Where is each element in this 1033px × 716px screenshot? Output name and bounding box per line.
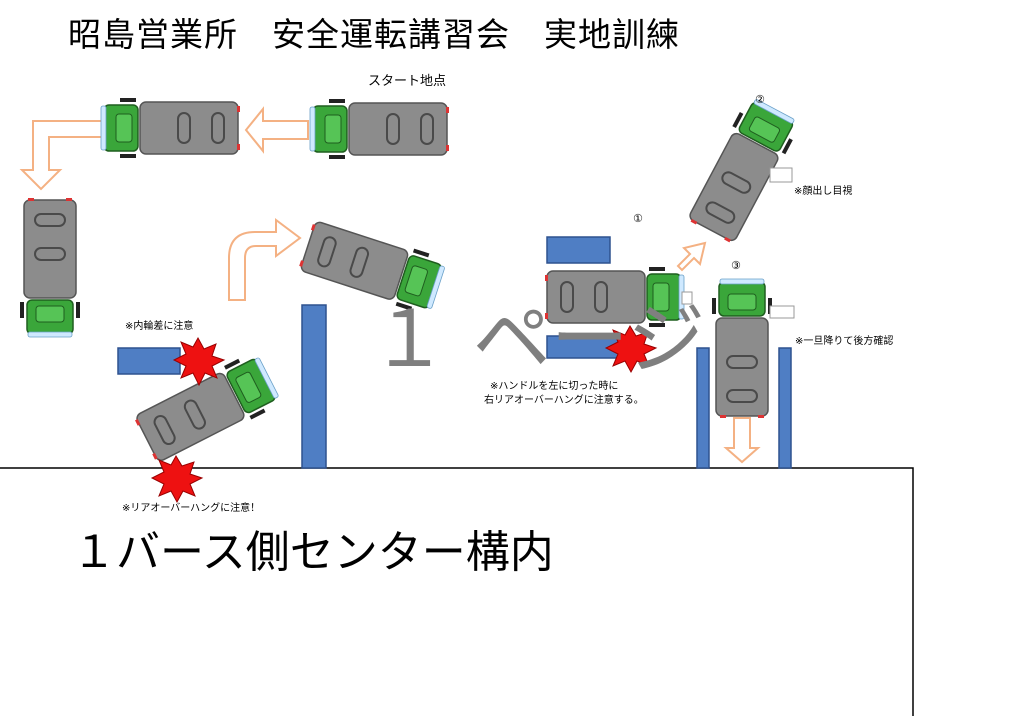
arrow-left-start [244,106,309,154]
arrow-corner-down [19,120,103,191]
pillar-dock-right [778,347,792,469]
building-label: １バース側センター構内 [72,527,554,578]
pillar-dock-left [696,347,710,469]
hazard-burst-rear [150,455,204,504]
arrow-turn-right [228,218,302,301]
note-face-out: ※顔出し目視 [794,186,853,197]
step-number-1: ① [633,212,643,225]
note-inner-wheel: ※内輪差に注意 [125,321,194,332]
truck-start [309,98,450,160]
mirror-step3 [769,305,795,319]
hazard-burst-inner-wheel [172,336,226,387]
note-handle-left-line2: 右リアオーバーハングに注意する。 [484,395,644,406]
step-number-3: ③ [731,259,741,272]
pillar-bay-top [546,236,611,264]
note-stop-check: ※一旦降りて後方確認 [795,336,894,347]
note-rear-overhang: ※リアオーバーハングに注意！ [122,503,261,514]
arrow-down-dock [723,417,761,464]
pillar-inner-corner [117,347,181,375]
truck-step3 [711,278,773,419]
start-point-label: スタート地点 [368,74,447,89]
step-number-2: ② [755,93,765,106]
page-watermark: １ ページ [370,295,706,385]
mirror-step1 [681,291,693,305]
hazard-burst-bay [604,325,658,374]
truck-left-side [19,197,81,338]
arrow-diagonal-up [676,241,707,272]
note-handle-left-line1: ※ハンドルを左に切った時に [490,381,619,392]
page-title: 昭島営業所 安全運転講習会 実地訓練 [68,15,680,54]
mirror-step2 [769,167,793,183]
truck-top-left [100,97,241,159]
pillar-left-center [301,304,327,469]
